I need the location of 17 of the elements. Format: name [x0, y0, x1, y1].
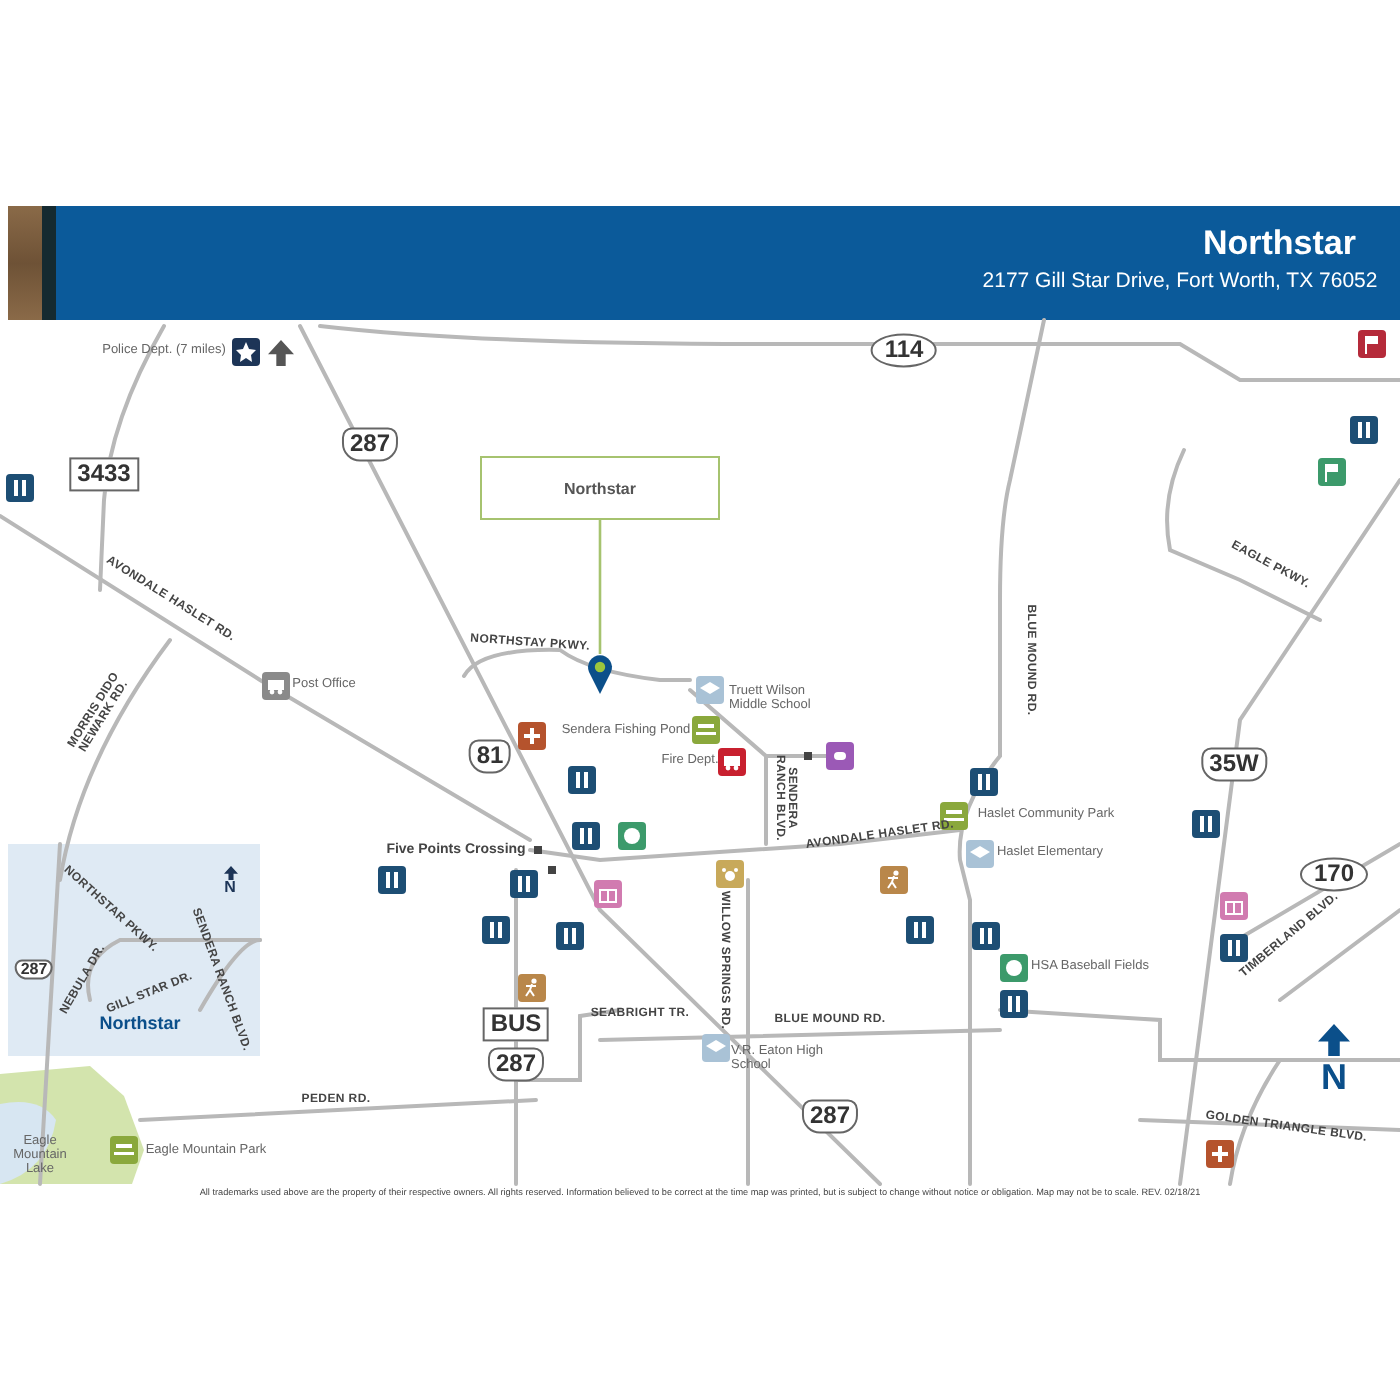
highway-shield: 3433: [69, 457, 139, 491]
highway-shield: 114: [870, 333, 938, 367]
highway-shield: BUS: [482, 1007, 550, 1041]
highway-shield: 35W: [1201, 747, 1267, 781]
highway-shield: 287: [341, 427, 399, 461]
map-pin: [586, 654, 614, 694]
north-label: N: [224, 879, 236, 897]
title: Northstar: [1202, 224, 1356, 264]
place-label: Northstar: [99, 1014, 181, 1034]
highway-shield: 287: [801, 1099, 859, 1133]
callout-box: Northstar: [480, 456, 720, 520]
highway-shield: 287: [487, 1047, 545, 1081]
highway-shield: 81: [468, 739, 512, 773]
header-address: 2177 Gill Star Drive, Fort Worth, TX 76052: [982, 271, 1378, 293]
leader-line: [598, 520, 602, 654]
north-label: N: [1321, 1059, 1347, 1097]
highway-shield: 170: [1299, 857, 1369, 891]
